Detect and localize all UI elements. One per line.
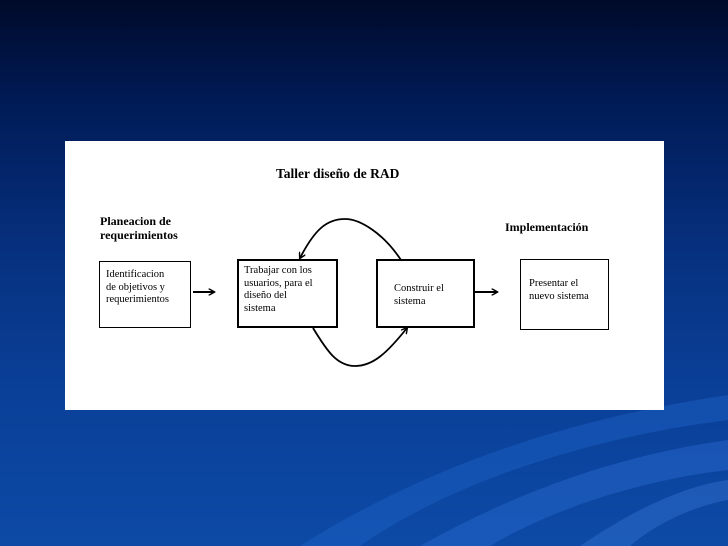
box-identify-objectives: Identificacion de objetivos y requerimie…: [99, 261, 191, 328]
box-present-system: Presentar el nuevo sistema: [520, 259, 609, 330]
box-build-system: Construir el sistema: [376, 259, 475, 328]
heading-planning: Planeacion de requerimientos: [100, 214, 178, 243]
box-design-with-users: Trabajar con los usuarios, para el diseñ…: [237, 259, 338, 328]
loop-arrow-top: [300, 218, 402, 261]
diagram-connectors: [193, 218, 664, 367]
heading-implementation: Implementación: [505, 220, 589, 234]
diagram-panel: Taller diseño de RAD Planeacion de reque…: [65, 141, 664, 410]
loop-arrow-bottom: [312, 328, 407, 367]
diagram-title: Taller diseño de RAD: [276, 166, 400, 181]
